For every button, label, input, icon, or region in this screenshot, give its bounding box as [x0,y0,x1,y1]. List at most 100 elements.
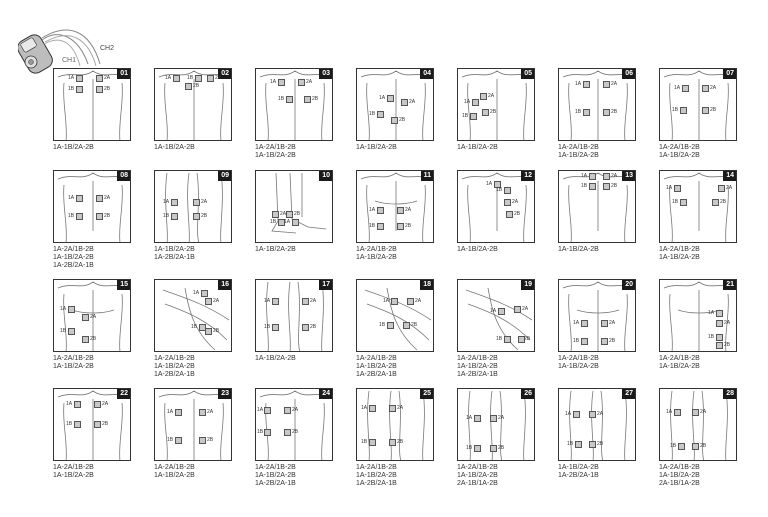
electrode-label: 2B [397,439,404,445]
electrode-label: 2A [726,185,733,191]
panel-number-badge: 12 [521,171,534,181]
pairing-caption-line: 1A-2A/1B-2B [356,246,397,253]
electrode-label: 1A [379,95,386,101]
pairing-caption-line: 1A-2B/2A-1B [356,480,397,488]
body-outline [461,172,533,180]
electrode-pad [391,117,398,124]
pairing-caption-line: 1A-2A/1B-2B [255,144,296,151]
body-outline [624,184,628,242]
body-outline [422,390,425,460]
pairing-caption-line: 1A-1B/2A-2B [457,246,498,253]
electrode-label: 1B [163,213,170,219]
body-outline [669,293,673,351]
electrode-pad [472,99,479,106]
pairing-caption-line: 2A-1B/1A-2B [659,480,700,488]
electrode-label: 2B [399,117,406,123]
electrode-label: 1B [581,183,588,189]
panel-number-badge: 02 [218,69,231,79]
electrode-pad [272,324,279,331]
electrode-pad [286,211,293,218]
body-outline [196,172,200,242]
body-outline [184,287,216,351]
pairing-caption-line: 1A-2A/1B-2B [659,464,700,471]
electrode-label: 2B [310,324,317,330]
electrode-pad [482,109,489,116]
electrode-label: 2B [294,211,301,217]
electrode-label: 2B [597,441,604,447]
electrode-pad [199,409,206,416]
body-illustration [360,70,432,140]
pairing-caption-line: 1A-2B/2A-1B [154,371,195,379]
electrode-label: 1B [575,109,582,115]
electrode-pad [171,213,178,220]
electrode-label: 2B [312,96,319,102]
pairing-caption-line: 1A-2B/2A-1B [356,371,397,379]
electrode-pad [601,338,608,345]
electrode-pad [377,111,384,118]
panel-number-badge: 06 [622,69,635,79]
electrode-pad [82,336,89,343]
electrode-label: 1A [264,298,271,304]
electrode-label: 1B [379,322,386,328]
electrode-pad [199,324,206,331]
electrode-pad [369,405,376,412]
electrode-pad [407,298,414,305]
pairing-caption: 1A-1B/2A-2B [255,246,296,254]
body-illustration [158,70,230,140]
body-outline [220,82,224,140]
electrode-pad [82,314,89,321]
electrode-label: 1A [68,75,75,81]
body-outline [591,390,594,460]
body-outline [692,390,695,460]
body-outline [487,287,519,351]
body-outline [468,390,471,460]
electrode-pad [603,109,610,116]
body-illustration [461,70,533,140]
body-outline [725,293,729,351]
electrode-label: 2A [306,79,313,85]
electrode-label: 2B [292,429,299,435]
panel-number-badge: 20 [622,280,635,290]
electrode-pad [397,223,404,230]
electrode-label: 2A [292,407,299,413]
electrode-pad [96,195,103,202]
electrode-pad [387,95,394,102]
body-illustration [266,281,324,351]
electrode-pad [272,298,279,305]
electrode-pad [702,85,709,92]
body-outline [725,82,729,140]
pairing-caption-line: 1A-1B/2A-2B [356,472,397,480]
body-outline [297,281,301,351]
body-illustration [158,390,230,460]
electrode-pad [490,415,497,422]
electrode-pad [387,322,394,329]
pairing-caption-line: 1A-1B/2A-2B [255,355,296,362]
electrode-label: 1B [496,336,503,342]
electrode-label: 2B [213,328,220,334]
body-outline [465,289,533,321]
pairing-caption-line: 1A-1B/2A-2B [457,363,498,371]
body-outline [63,184,67,242]
electrode-label: 2A [597,411,604,417]
electrode-label: 1A [575,81,582,87]
body-illustration [562,281,634,351]
body-outline [265,82,269,140]
electrode-pad [589,183,596,190]
electrode-label: 2B [724,342,731,348]
panel-number-badge: 03 [319,69,332,79]
panel-number-badge: 18 [420,280,433,290]
